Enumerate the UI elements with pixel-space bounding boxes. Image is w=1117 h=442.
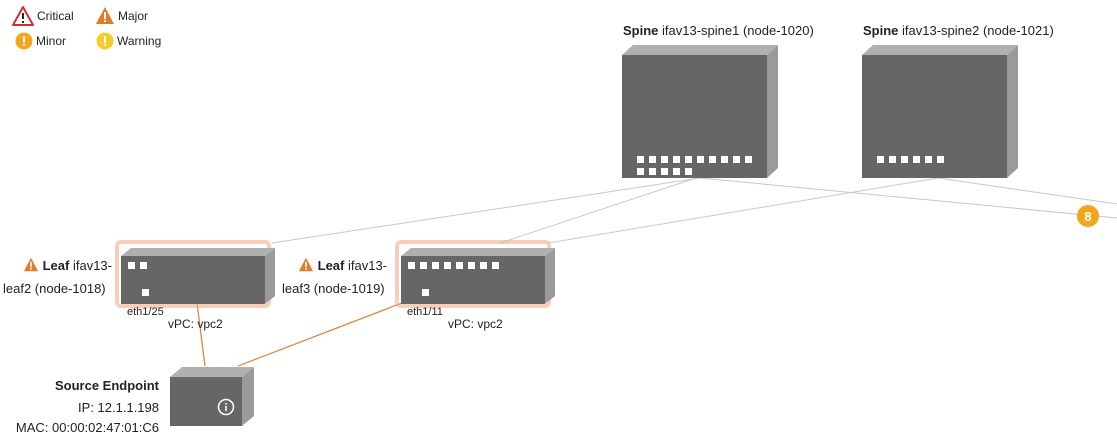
leaf3-name-line2: leaf3 (node-1019) xyxy=(282,281,385,296)
leaf2-title[interactable]: Leaf ifav13- xyxy=(16,257,112,273)
endpoint-mac: MAC: 00:00:02:47:01:C6 xyxy=(15,420,159,435)
spine2-title[interactable]: Spine ifav13-spine2 (node-1021) xyxy=(863,23,1054,38)
spine1-type: Spine xyxy=(623,23,659,38)
minor-icon xyxy=(15,32,33,50)
leaf2-name-line1: ifav13- xyxy=(72,258,112,273)
leaf3-type: Leaf xyxy=(317,258,345,273)
leaf3-title[interactable]: Leaf ifav13- xyxy=(298,257,387,273)
leaf3-name-line2-wrap: leaf3 (node-1019) xyxy=(282,281,385,296)
spine1-title[interactable]: Spine ifav13-spine1 (node-1020) xyxy=(623,23,814,38)
endpoint-device-shape xyxy=(170,367,254,426)
leaf3-port-label: eth1/11 xyxy=(407,306,443,318)
spine2-device[interactable] xyxy=(862,45,1018,178)
link-spine1-offscreen xyxy=(699,177,1117,219)
fault-count-badge[interactable]: 8 xyxy=(1077,205,1099,227)
link-spine1-leaf3 xyxy=(499,177,697,244)
warning-icon xyxy=(96,32,114,50)
leaf3-name-line1: ifav13- xyxy=(347,258,388,273)
leaf2-name-line2: leaf2 (node-1018) xyxy=(3,281,106,296)
link-leaf2-endpoint xyxy=(196,302,206,367)
spine1-name: ifav13-spine1 (node-1020) xyxy=(662,23,814,38)
spine2-type: Spine xyxy=(863,23,899,38)
legend-critical-label: Critical xyxy=(37,9,74,23)
info-icon[interactable] xyxy=(217,398,235,416)
leaf2-type: Leaf xyxy=(42,258,70,273)
spine1-device[interactable] xyxy=(622,45,778,178)
leaf2-major-icon xyxy=(23,257,39,272)
legend-warning-label: Warning xyxy=(117,34,162,48)
leaf2-name-line2-wrap: leaf2 (node-1018) xyxy=(3,281,106,296)
leaf3-major-icon xyxy=(298,257,314,272)
leaf3-device[interactable] xyxy=(395,240,555,308)
link-spine2-leaf3 xyxy=(547,177,939,244)
link-spine1-leaf2 xyxy=(271,177,701,244)
endpoint-title: Source Endpoint xyxy=(55,378,159,393)
link-leaf3-endpoint xyxy=(237,302,403,367)
critical-icon xyxy=(12,6,34,26)
leaf2-port-label: eth1/25 xyxy=(127,306,164,318)
leaf3-vpc-label: vPC: vpc2 xyxy=(448,317,503,331)
legend-minor: Minor xyxy=(15,32,66,50)
link-spine2-offscreen xyxy=(937,177,1117,205)
endpoint-ip: IP: 12.1.1.198 xyxy=(78,400,159,415)
spine2-device-shape xyxy=(862,45,1018,178)
legend-major: Major xyxy=(95,6,148,25)
spine2-name: ifav13-spine2 (node-1021) xyxy=(902,23,1054,38)
leaf2-device[interactable] xyxy=(115,240,275,308)
major-icon xyxy=(96,7,114,24)
legend-critical: Critical xyxy=(12,6,74,26)
legend-warning: Warning xyxy=(96,32,161,50)
endpoint-device[interactable] xyxy=(170,365,254,426)
legend-major-label: Major xyxy=(118,8,149,23)
spine1-device-shape xyxy=(622,45,778,178)
fault-count: 8 xyxy=(1084,208,1092,224)
legend-minor-label: Minor xyxy=(36,34,67,48)
leaf2-vpc-label: vPC: vpc2 xyxy=(168,317,223,331)
